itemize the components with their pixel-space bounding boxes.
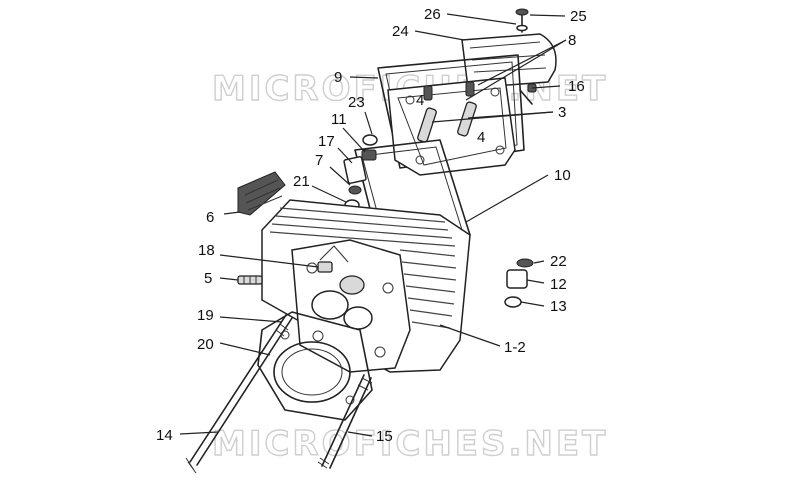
callout-5: 5 [204, 270, 212, 287]
callout-15: 15 [376, 428, 393, 445]
callout-7: 7 [315, 152, 323, 169]
long-studs [185, 314, 373, 474]
callout-19: 19 [197, 307, 214, 324]
callout-labels: 26 25 24 8 9 16 23 4 3 4 11 17 7 10 21 6… [156, 6, 587, 445]
callout-4a: 4 [416, 92, 424, 109]
part-18 [317, 261, 333, 273]
cylinder-head [261, 199, 471, 373]
callout-16: 16 [568, 78, 585, 95]
callout-22: 22 [550, 253, 567, 270]
callout-20: 20 [197, 336, 214, 353]
callout-24: 24 [392, 23, 409, 40]
callout-18: 18 [198, 242, 215, 259]
callout-1-2: 1-2 [504, 339, 526, 356]
callout-13: 13 [550, 298, 567, 315]
watermark-bottom: MICROFICHES.NET [212, 424, 608, 464]
callout-9: 9 [334, 69, 342, 86]
callout-17: 17 [318, 133, 335, 150]
callout-4b: 4 [477, 129, 485, 146]
callout-23: 23 [348, 94, 365, 111]
stud-5 [237, 275, 263, 285]
callout-10: 10 [554, 167, 571, 184]
callout-8: 8 [568, 32, 576, 49]
callout-6: 6 [206, 209, 214, 226]
callout-3: 3 [558, 104, 566, 121]
part-6-block [237, 171, 286, 216]
head-cover [461, 33, 557, 89]
callout-12: 12 [550, 276, 567, 293]
callout-14: 14 [156, 427, 173, 444]
callout-26: 26 [424, 6, 441, 23]
callout-11: 11 [331, 111, 347, 128]
rocker-housing [387, 77, 516, 176]
leader-lines [179, 13, 567, 437]
callout-21: 21 [293, 173, 310, 190]
parts-22-12-13 [504, 258, 534, 308]
callout-25: 25 [570, 8, 587, 25]
bolt-26 [515, 8, 529, 33]
